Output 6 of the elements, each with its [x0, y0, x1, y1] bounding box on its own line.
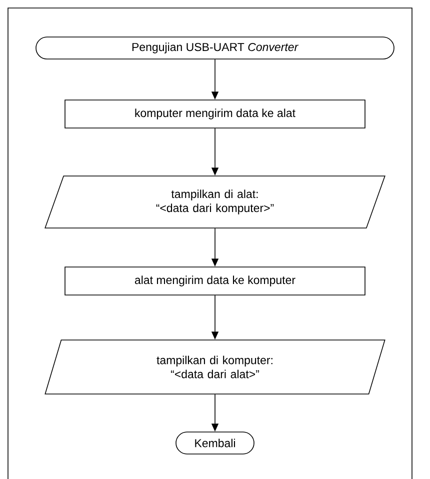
input-output-parallelogram: tampilkan di komputer: “<data dari alat>” — [44, 340, 386, 394]
terminator: Pengujian USB-UART Converter — [36, 36, 394, 60]
process-box: alat mengirim data ke komputer — [64, 266, 366, 296]
terminator: Kembali — [176, 432, 254, 454]
input-output-parallelogram: tampilkan di alat: “<data dari komputer>” — [44, 176, 386, 228]
process-box: komputer mengirim data ke alat — [64, 100, 366, 128]
